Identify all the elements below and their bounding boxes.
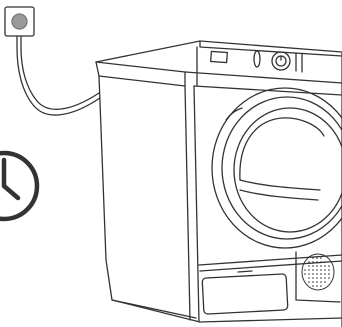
- wall-socket-icon: [4, 6, 35, 37]
- tumble-dryer-icon: [95, 40, 342, 327]
- clock-icon: [0, 150, 40, 222]
- vent-grille: [301, 253, 335, 291]
- power-cord-icon: [16, 35, 101, 116]
